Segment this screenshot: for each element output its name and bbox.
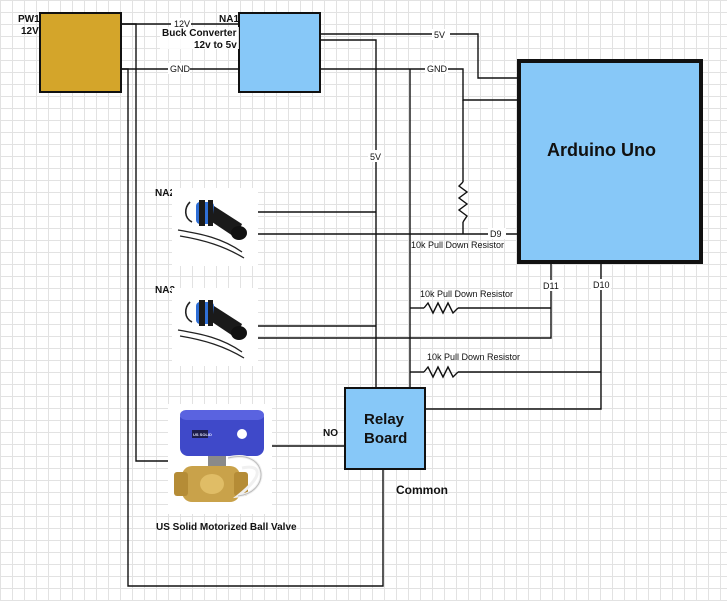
power-supply-id: PW1 — [18, 14, 40, 25]
relay-board-title-line1: Relay — [364, 411, 405, 428]
relay-board-block — [344, 387, 426, 470]
label-5v-vertical: 5V — [370, 152, 381, 162]
float-switch-icon — [172, 288, 258, 366]
resistor-icon — [423, 365, 459, 379]
label-pin-d10: D10 — [593, 280, 610, 290]
arduino-uno-title: Arduino Uno — [547, 140, 656, 160]
sensor-na2-id: NA2 — [155, 188, 175, 199]
resistor-icon — [457, 181, 469, 223]
label-5v-top: 5V — [434, 30, 445, 40]
wire-gnd-right — [320, 68, 518, 101]
sensor-na3-id: NA3 — [155, 285, 175, 296]
relay-common-label: Common — [396, 483, 448, 497]
wire-12v-valve — [121, 23, 187, 462]
relay-no-label: NO — [323, 428, 338, 439]
buck-converter-name: Buck Converter — [162, 28, 237, 39]
buck-converter-block — [238, 12, 321, 93]
arduino-uno-block — [517, 59, 703, 264]
label-12v: 12V — [174, 19, 190, 29]
resistor-label-d11: 10k Pull Down Resistor — [420, 289, 513, 299]
power-supply-block — [39, 12, 122, 93]
label-pin-d9: D9 — [490, 229, 502, 239]
label-gnd-right: GND — [427, 64, 448, 74]
wire-na3-d11 — [258, 263, 552, 339]
wire-5v-top — [320, 33, 518, 79]
resistor-icon — [423, 301, 459, 315]
valve-label: US Solid Motorized Ball Valve — [156, 522, 297, 533]
wire-labels: 12V GND 5V GND 5V D9 D11 D10 — [168, 18, 611, 291]
float-switch-icon — [172, 188, 258, 266]
resistor-label-d10: 10k Pull Down Resistor — [427, 352, 520, 362]
resistor-label-d9: 10k Pull Down Resistor — [411, 240, 504, 250]
buck-converter-id: NA1 — [219, 14, 239, 25]
wire-gnd-loop — [121, 68, 384, 587]
relay-board-title-line2: Board — [364, 430, 407, 447]
power-supply-voltage: 12V — [21, 26, 39, 37]
valve-badge: US SOLID — [193, 432, 212, 437]
motorized-ball-valve-icon: US SOLID — [168, 404, 272, 514]
label-gnd-left: GND — [170, 64, 191, 74]
label-pin-d11: D11 — [543, 281, 559, 291]
buck-converter-rating: 12v to 5v — [194, 40, 237, 51]
wire-5v-vertical — [320, 39, 377, 401]
wire-d10-relay — [425, 263, 602, 410]
